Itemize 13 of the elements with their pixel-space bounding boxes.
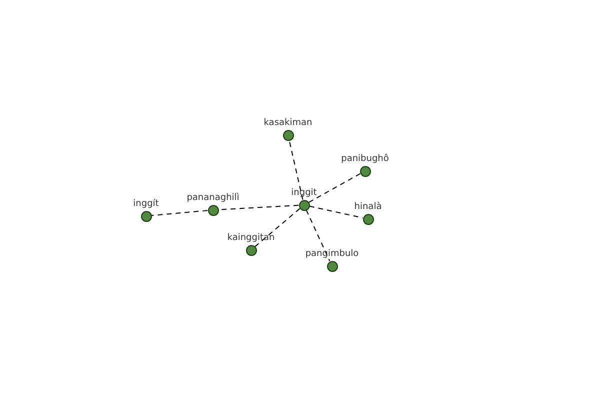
connector-line (254, 208, 300, 247)
node-label: inggit (291, 188, 317, 198)
node-label: pananaghilì (186, 192, 240, 204)
node-label: pangimbulo (305, 248, 359, 260)
connector-line (288, 140, 304, 200)
connector-line (308, 173, 361, 203)
connector-line (150, 210, 208, 216)
node-label: kasakiman (264, 118, 312, 128)
node-label: panibughô (341, 154, 389, 164)
node-label: hinalà (354, 202, 382, 212)
connector-line (306, 210, 330, 262)
node-label: inggít (133, 198, 159, 210)
node-label: kainggitan (227, 232, 275, 244)
